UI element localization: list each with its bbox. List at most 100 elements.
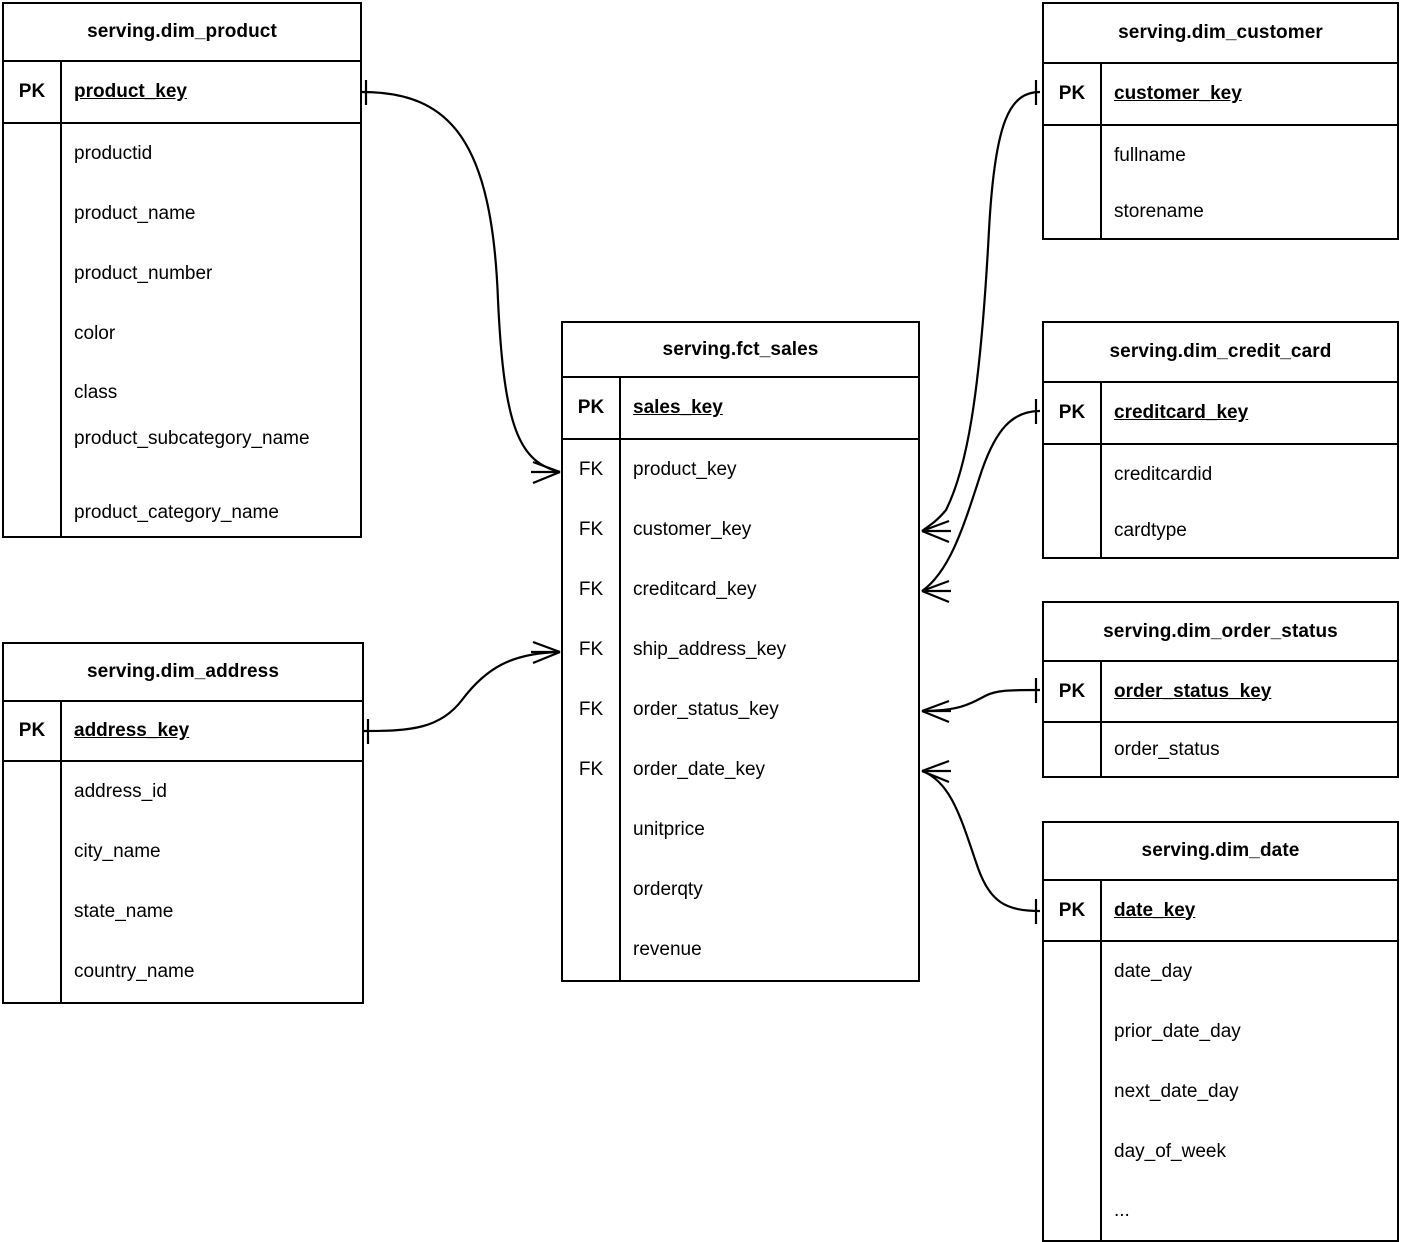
pk-badge-dim-order-status: PK	[1044, 662, 1102, 721]
attribute-row: class	[74, 382, 118, 404]
fk-field-row: creditcard_key	[633, 579, 757, 601]
fk-badge: FK	[578, 759, 604, 780]
attribute-row: next_date_day	[1114, 1081, 1239, 1103]
pk-row-dim-order-status: PK order_status_key	[1044, 662, 1397, 723]
fk-badge: FK	[578, 639, 604, 660]
relationship-date	[921, 759, 1041, 924]
entity-dim-customer[interactable]: serving.dim_customer PK customer_key ful…	[1042, 2, 1399, 240]
pk-row-dim-date: PK date_key	[1044, 881, 1397, 942]
fk-badge: FK	[578, 519, 604, 540]
attribute-row: product_category_name	[74, 502, 279, 524]
pk-row-dim-credit-card: PK creditcard_key	[1044, 383, 1397, 445]
attribute-row: country_name	[74, 961, 195, 983]
measure-row: unitprice	[633, 819, 705, 841]
attribute-row: color	[74, 323, 116, 345]
pk-field-dim-credit-card: creditcard_key	[1114, 402, 1249, 423]
crowsfoot-creditcard-bot	[921, 589, 950, 604]
attribute-row: product_number	[74, 263, 213, 285]
entity-title-dim-product: serving.dim_product	[4, 4, 360, 62]
attr-key-column-dim-date	[1044, 942, 1102, 1240]
relationship-orderstatus	[921, 678, 1041, 724]
entity-fct-sales[interactable]: serving.fct_sales PK sales_key FK FK FK …	[561, 321, 920, 982]
entity-dim-credit-card[interactable]: serving.dim_credit_card PK creditcard_ke…	[1042, 321, 1399, 559]
crowsfoot-customer-top	[921, 519, 950, 533]
attribute-row: ...	[1114, 1200, 1130, 1222]
entity-title-dim-address: serving.dim_address	[4, 644, 362, 702]
fk-field-row: order_status_key	[633, 699, 779, 721]
entity-dim-order-status[interactable]: serving.dim_order_status PK order_status…	[1042, 601, 1399, 778]
attr-key-column-dim-address	[4, 762, 62, 1002]
attribute-row: product_subcategory_name	[74, 428, 310, 449]
relationship-customer	[921, 80, 1041, 544]
entity-title-dim-customer: serving.dim_customer	[1044, 4, 1397, 64]
attribute-row: storename	[1114, 201, 1204, 223]
pk-field-dim-order-status: order_status_key	[1114, 680, 1272, 702]
pk-field-dim-customer: customer_key	[1114, 83, 1242, 104]
pk-badge-dim-customer: PK	[1044, 64, 1102, 124]
attribute-row: state_name	[74, 901, 174, 923]
fk-badge-column-fct-sales: FK FK FK FK FK FK	[563, 440, 621, 980]
crowsfoot-orderstatus-top	[921, 699, 950, 713]
pk-row-dim-address: PK address_key	[4, 702, 362, 762]
entity-dim-address[interactable]: serving.dim_address PK address_key addre…	[2, 642, 364, 1004]
fk-badge: FK	[578, 579, 604, 600]
attributes-dim-date: date_day prior_date_day next_date_day da…	[1044, 942, 1397, 1240]
pk-badge-dim-credit-card: PK	[1044, 383, 1102, 443]
crowsfoot-address-bot	[532, 650, 561, 665]
attribute-row: order_status	[1114, 738, 1220, 760]
pk-field-dim-address: address_key	[74, 720, 190, 741]
attr-name-column-dim-order-status: order_status	[1102, 723, 1397, 776]
attribute-row: productid	[74, 143, 153, 165]
entity-title-dim-date: serving.dim_date	[1044, 823, 1397, 881]
attr-key-column-dim-customer	[1044, 126, 1102, 238]
crowsfoot-creditcard-top	[921, 579, 950, 593]
entity-dim-product[interactable]: serving.dim_product PK product_key produ…	[2, 2, 362, 538]
attribute-row: creditcardid	[1114, 464, 1213, 486]
attribute-row: address_id	[74, 781, 167, 803]
measure-row: revenue	[633, 939, 702, 961]
entity-title-dim-credit-card: serving.dim_credit_card	[1044, 323, 1397, 383]
crowsfoot-product-top	[532, 460, 561, 474]
pk-badge-dim-date: PK	[1044, 881, 1102, 940]
fk-field-row: ship_address_key	[633, 639, 787, 661]
attributes-dim-address: address_id city_name state_name country_…	[4, 762, 362, 1002]
attr-name-column-dim-product: productid product_name product_number co…	[62, 124, 360, 536]
crowsfoot-product-bot	[532, 470, 561, 485]
attributes-dim-product: productid product_name product_number co…	[4, 124, 360, 536]
relationship-product	[361, 80, 561, 485]
pk-field-dim-date: date_key	[1114, 899, 1196, 921]
attribute-row: product_name	[74, 203, 196, 225]
fk-field-row: order_date_key	[633, 759, 766, 781]
pk-badge-dim-address: PK	[4, 702, 62, 760]
attr-key-column-dim-product	[4, 124, 62, 536]
attributes-dim-credit-card: creditcardid cardtype	[1044, 445, 1397, 557]
fk-field-row: customer_key	[633, 519, 752, 541]
attribute-row: cardtype	[1114, 520, 1187, 542]
attr-key-column-dim-order-status	[1044, 723, 1102, 776]
measure-row: orderqty	[633, 879, 703, 901]
pk-field-fct-sales: sales_key	[633, 397, 723, 418]
entity-dim-date[interactable]: serving.dim_date PK date_key date_day pr…	[1042, 821, 1399, 1242]
attribute-row: city_name	[74, 841, 161, 863]
crowsfoot-date-bot	[921, 769, 950, 784]
fk-badge: FK	[578, 459, 604, 480]
attribute-row: date_day	[1114, 961, 1193, 983]
pk-row-dim-customer: PK customer_key	[1044, 64, 1397, 126]
pk-badge-dim-product: PK	[4, 62, 62, 122]
relationship-address	[363, 640, 561, 744]
attributes-dim-order-status: order_status	[1044, 723, 1397, 776]
attributes-dim-customer: fullname storename	[1044, 126, 1397, 238]
relationship-creditcard	[921, 399, 1041, 604]
attr-name-column-dim-customer: fullname storename	[1102, 126, 1397, 238]
pk-badge-fct-sales: PK	[563, 378, 621, 438]
pk-row-fct-sales: PK sales_key	[563, 378, 918, 440]
attr-name-column-dim-credit-card: creditcardid cardtype	[1102, 445, 1397, 557]
crowsfoot-orderstatus-bot	[921, 709, 950, 724]
attr-name-column-fct-sales: product_key customer_key creditcard_key …	[621, 440, 918, 980]
pk-row-dim-product: PK product_key	[4, 62, 360, 124]
attribute-row: fullname	[1114, 145, 1186, 167]
attr-name-column-dim-address: address_id city_name state_name country_…	[62, 762, 362, 1002]
attr-name-column-dim-date: date_day prior_date_day next_date_day da…	[1102, 942, 1397, 1240]
attribute-row: day_of_week	[1114, 1141, 1226, 1163]
crowsfoot-customer-bot	[921, 529, 950, 544]
